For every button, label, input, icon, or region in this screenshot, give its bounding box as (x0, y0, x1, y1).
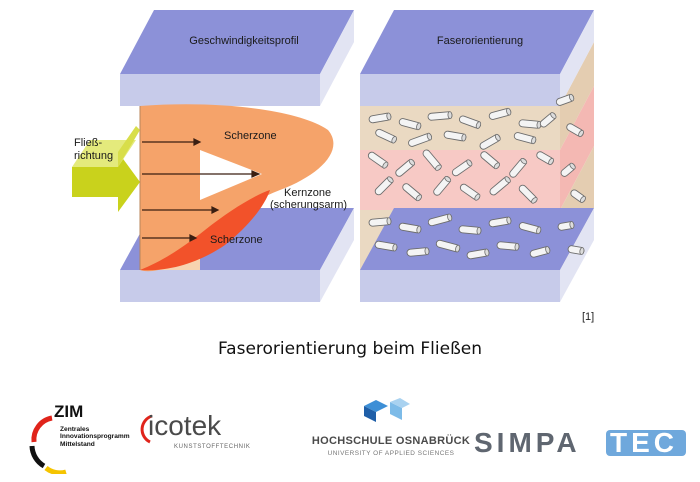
icotek-arc-icon (140, 414, 153, 444)
fiber (443, 130, 467, 142)
reference-marker: [1] (582, 311, 595, 323)
fiber (374, 176, 394, 196)
core-zone-wedge (200, 150, 262, 200)
zim-arc-icon (29, 415, 67, 474)
zim-line: Innovationsprogramm (60, 433, 130, 441)
fiber (529, 246, 551, 258)
fiber (518, 119, 542, 129)
fiber (367, 151, 389, 169)
icotek-name: icotek (148, 410, 222, 441)
shear-zone-bottom-label: Scherzone (210, 234, 263, 246)
left-top-plate-top (120, 10, 354, 74)
fiber (488, 216, 512, 228)
left-panel-title: Geschwindigkeitsprofil (189, 35, 298, 47)
shear-zone-top-label: Scherzone (224, 130, 277, 142)
flow-label-line2: richtung (74, 150, 113, 162)
shear-zone-profile-lower (140, 190, 270, 271)
fiber (566, 123, 584, 138)
right-bottom-plate-side (560, 208, 594, 302)
fiber (427, 213, 453, 227)
hochschule-cube-icon (364, 398, 410, 422)
zim-line: Zentrales (60, 426, 90, 433)
right-top-plate-front (360, 74, 560, 106)
right-top-plate-top (360, 10, 594, 74)
fiber (570, 189, 586, 203)
simpatec-part1: SIMPA (474, 427, 581, 458)
fiber (368, 217, 392, 227)
fiber (480, 151, 501, 170)
fiber-side-upper (560, 42, 594, 150)
hochschule-osnabrueck-logo: HOCHSCHULE OSNABRÜCK UNIVERSITY OF APPLI… (296, 398, 486, 464)
fiber (368, 112, 392, 124)
core-zone-label-line2: (scherungsarm) (270, 199, 347, 211)
simpatec-tec-box (606, 430, 686, 456)
fiber (398, 222, 422, 234)
fiber (509, 157, 528, 178)
velocity-arrows (142, 138, 261, 242)
fiber (466, 248, 490, 260)
fiber-side-core (560, 86, 594, 210)
fiber (427, 111, 453, 121)
left-top-plate-side (320, 10, 354, 106)
fiber (395, 158, 416, 177)
icotek-subtitle: KUNSTSTOFFTECHNIK (174, 444, 251, 450)
fiber (374, 240, 398, 252)
fiber (422, 149, 442, 171)
right-panel-title: Faserorientierung (437, 35, 523, 47)
zim-logo: ZIM Zentrales Innovationsprogramm Mittel… (22, 402, 132, 474)
fiber (435, 239, 461, 253)
fiber (459, 183, 481, 201)
fiber (536, 151, 554, 166)
fiber (479, 133, 501, 150)
fiber (567, 245, 585, 255)
flow-label-line1: Fließ- (74, 137, 102, 149)
zim-title: ZIM (54, 402, 84, 421)
left-bottom-plate-front (120, 270, 320, 302)
fiber (451, 159, 473, 177)
fibers (367, 93, 586, 260)
right-top-plate-side (560, 10, 594, 106)
fiber (375, 128, 397, 144)
left-bottom-plate-side (320, 208, 354, 302)
hochschule-subtitle: UNIVERSITY OF APPLIED SCIENCES (327, 450, 455, 457)
left-top-plate-front (120, 74, 320, 106)
fiber (458, 225, 482, 235)
fiber (557, 221, 575, 231)
right-bottom-plate-front (360, 270, 560, 302)
velocity-profile-block (72, 10, 354, 302)
fiber (433, 175, 452, 196)
fiber (496, 241, 520, 251)
shear-zone-profile (140, 104, 334, 272)
fiber (518, 222, 542, 235)
hochschule-name: HOCHSCHULE OSNABRÜCK (311, 435, 471, 447)
core-zone-label-line1: Kernzone (284, 187, 331, 199)
fiber (539, 112, 557, 128)
fiber (408, 132, 433, 147)
fiber (406, 247, 430, 257)
fiber (489, 176, 511, 196)
flow-direction-arrow (72, 126, 140, 212)
fiber (459, 115, 482, 129)
icotek-logo: icotek KUNSTSTOFFTECHNIK (140, 410, 270, 460)
diagram-caption: Faserorientierung beim Fließen (217, 339, 483, 359)
right-bottom-plate-top (360, 208, 594, 270)
simpatec-logo: SIMPA TEC (474, 427, 686, 458)
fiber (555, 93, 575, 106)
fiber-orientation-diagram: Geschwindigkeitsprofil Faserorientierung… (72, 10, 594, 302)
fiber (488, 107, 512, 120)
zim-line: Mittelstand (60, 440, 95, 448)
fiber (560, 162, 576, 177)
fiber (398, 118, 422, 131)
fiber (402, 183, 423, 202)
fiber-orientation-block (360, 10, 594, 302)
simpatec-part2: TEC (610, 427, 678, 458)
fiber (518, 184, 538, 204)
zim-subtitle: Zentrales Innovationsprogramm Mittelstan… (60, 426, 130, 448)
fiber (513, 132, 537, 145)
